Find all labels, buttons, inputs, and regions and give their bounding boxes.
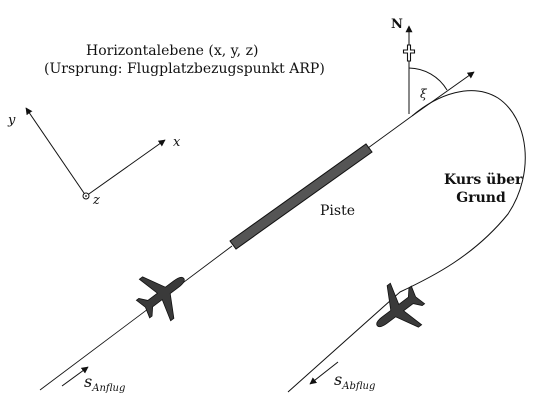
y-axis (25, 107, 87, 197)
angle-arc (408, 67, 448, 91)
approach-distance-symbol: s (84, 372, 93, 391)
approach-track-line (39, 245, 233, 391)
diagram-title-line-1: Horizontalebene (x, y, z) (86, 43, 259, 59)
north-label: N (391, 17, 403, 32)
runway-label: Piste (320, 203, 355, 219)
approach-distance-subscript: Anflug (92, 383, 126, 394)
approach-distance-label: sAnflug (84, 374, 125, 394)
departure-direction-arrow (309, 361, 339, 385)
z-axis-dot (85, 195, 87, 197)
heading-arrow (411, 71, 475, 117)
runway-extension-line (367, 115, 413, 149)
approach-direction-arrow (61, 366, 89, 387)
ground-track-label: Kurs über Grund (444, 171, 523, 207)
ground-track-path (287, 90, 526, 393)
y-axis-label: y (8, 113, 16, 128)
departure-distance-symbol: s (334, 370, 343, 389)
aircraft-icon (126, 257, 200, 331)
departure-distance-label: sAbflug (334, 372, 375, 392)
ground-track-label-line-1: Kurs über (444, 172, 523, 188)
aircraft-icon (361, 273, 435, 347)
x-axis-label: x (173, 135, 181, 150)
departure-distance-subscript: Abflug (342, 381, 376, 392)
coordinate-axes (25, 107, 166, 200)
diagram-title-line-2: (Ursprung: Flugplatzbezugspunkt ARP) (44, 61, 325, 77)
z-axis-label: z (93, 193, 100, 208)
ground-track-label-line-2: Grund (456, 190, 506, 206)
compass-cross-icon (402, 44, 416, 62)
x-axis (85, 139, 166, 197)
runway (229, 143, 373, 250)
angle-label: ξ (420, 87, 427, 101)
